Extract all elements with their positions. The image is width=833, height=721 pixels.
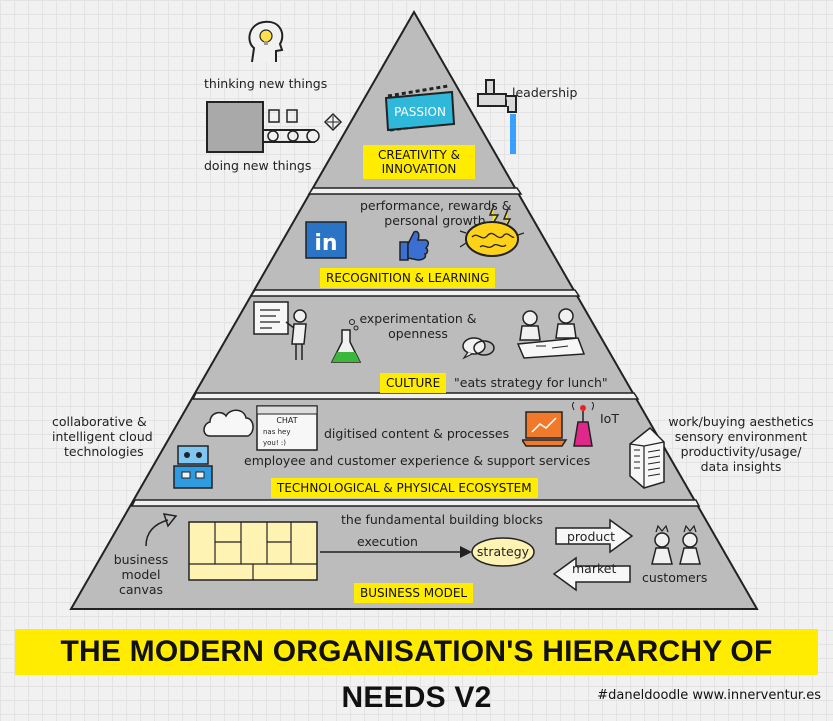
arrow-up-icon <box>140 512 180 552</box>
performance-rewards-text: performance, rewards & personal growth <box>360 198 512 228</box>
building-icon <box>620 424 670 494</box>
chat-title-text: CHAT <box>276 416 297 425</box>
canvas-line1: business <box>113 552 169 567</box>
iot-text: IoT <box>600 411 619 426</box>
strategy-oval-icon <box>470 536 536 572</box>
doing-new-things-text: doing new things <box>204 158 312 173</box>
execution-arrow-icon <box>318 544 474 563</box>
pyramid-dividers <box>130 187 701 507</box>
work-line1: work/buying aesthetics <box>668 414 814 429</box>
flask-icon <box>330 318 364 370</box>
lightbulb-head-icon <box>242 18 292 72</box>
divider-3 <box>191 392 640 400</box>
machine-conveyor-icon <box>205 100 345 160</box>
tap-icon <box>470 76 530 164</box>
credit-text: #daneldoodle www.innerventur.es <box>597 688 821 703</box>
presenter-icon <box>252 300 318 368</box>
robot-icon <box>168 442 222 498</box>
linkedin-icon: in <box>304 220 348 264</box>
divider-1 <box>307 187 523 195</box>
work-aesthetics-text: work/buying aesthetics sensory environme… <box>666 414 816 474</box>
product-text: product <box>567 529 616 544</box>
page-title: THE MODERN ORGANISATION'S HIERARCHY OF N… <box>15 629 818 714</box>
label-recognition-learning: RECOGNITION & LEARNING <box>320 268 496 288</box>
cloud-line1: collaborative & <box>52 414 147 429</box>
divider-2 <box>249 289 581 297</box>
chat-line1-text: nas hey <box>263 428 290 436</box>
market-text: market <box>572 561 617 576</box>
work-line2: sensory environment <box>674 429 808 444</box>
work-line3: productivity/usage/ <box>680 444 802 459</box>
cloud-technologies-text: collaborative & intelligent cloud techno… <box>52 414 153 459</box>
pyramid-shape <box>69 9 759 610</box>
market-arrow-icon <box>552 556 632 596</box>
canvas-grid-icon <box>187 520 319 586</box>
experimentation-line2: openness <box>388 326 448 341</box>
iot-device-icon <box>568 401 598 454</box>
performance-line1: performance, rewards & <box>360 198 512 213</box>
label-technological-ecosystem: TECHNOLOGICAL & PHYSICAL ECOSYSTEM <box>271 478 538 498</box>
eats-strategy-text: "eats strategy for lunch" <box>454 375 608 390</box>
label-culture: CULTURE <box>380 373 447 393</box>
product-arrow-icon <box>554 518 634 558</box>
label-business-model: BUSINESS MODEL <box>354 583 474 603</box>
linkedin-text: in <box>314 231 337 256</box>
customers-text: customers <box>642 570 708 585</box>
label-creativity-line1: CREATIVITY & <box>377 148 461 162</box>
execution-text: execution <box>357 534 418 549</box>
performance-line2: personal growth <box>384 213 486 228</box>
employee-experience-text: employee and customer experience & suppo… <box>244 453 591 468</box>
leadership-text: leadership <box>512 85 578 100</box>
strategy-text: strategy <box>476 544 530 559</box>
experimentation-text: experimentation & openness <box>358 311 478 341</box>
thinking-new-things-text: thinking new things <box>204 76 328 91</box>
work-line4: data insights <box>700 459 782 474</box>
customers-icon <box>646 524 706 574</box>
divider-4 <box>130 499 701 507</box>
cloud-icon <box>200 404 256 444</box>
building-blocks-text: the fundamental building blocks <box>341 512 543 527</box>
canvas-line2: model <box>121 567 161 582</box>
laptop-chart-icon <box>520 410 570 454</box>
thumbs-up-icon <box>398 228 430 266</box>
canvas-line3: canvas <box>118 582 164 597</box>
passion-sign-icon: PASSION <box>378 82 460 142</box>
chat-line2-text: you! :) <box>263 439 286 447</box>
digitised-content-text: digitised content & processes <box>324 426 510 441</box>
label-creativity-line2: INNOVATION <box>381 162 457 176</box>
cloud-line2: intelligent cloud <box>52 429 153 444</box>
experimentation-line1: experimentation & <box>359 311 477 326</box>
collaboration-icon <box>512 304 586 364</box>
passion-text: PASSION <box>394 105 446 119</box>
business-model-canvas-text: business model canvas <box>110 552 172 597</box>
cloud-line3: technologies <box>64 444 144 459</box>
brain-icon <box>458 203 525 267</box>
chat-window-icon: CHAT nas hey you! :) <box>255 404 319 456</box>
speech-bubbles-icon <box>460 334 496 364</box>
label-creativity-innovation: CREATIVITY & INNOVATION <box>363 145 475 179</box>
